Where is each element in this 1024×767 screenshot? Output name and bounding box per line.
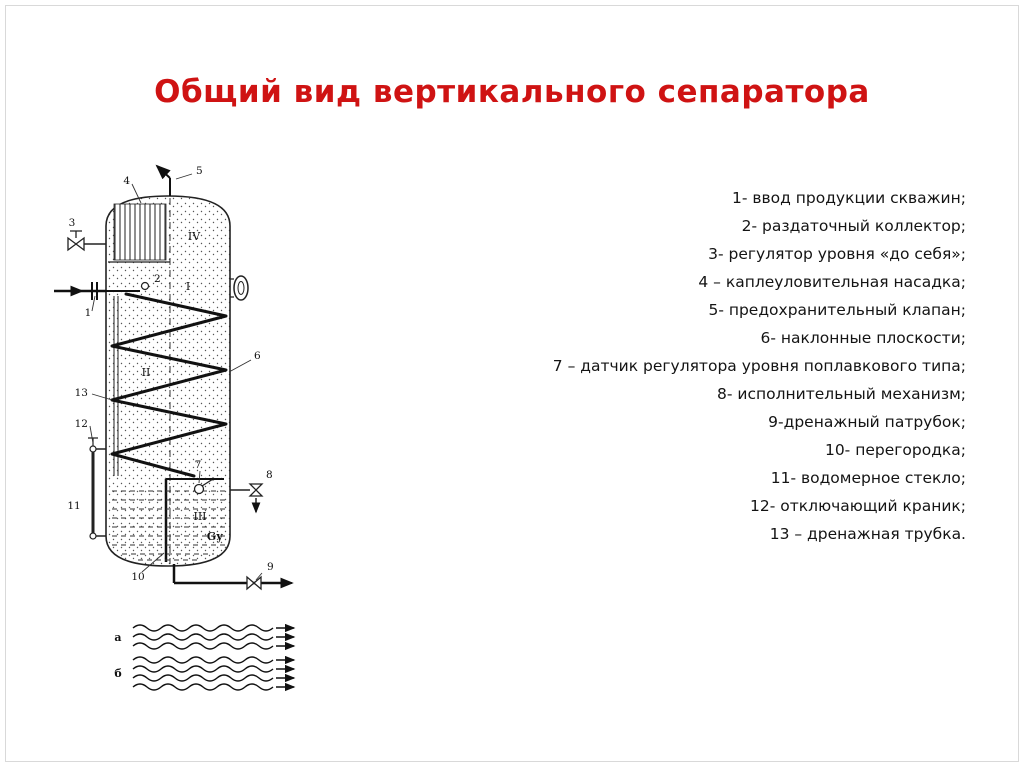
- callout-6: 6: [254, 350, 261, 362]
- zone-Gy: Gу: [207, 530, 223, 543]
- separator-diagram: 4 5 3 2 1 13 12 11 6 7 8 10 9 IV I II II…: [48, 146, 388, 706]
- callout-12: 12: [75, 418, 88, 430]
- inclined-planes: [110, 292, 228, 478]
- legend-item-13: 13 – дренажная трубка.: [769, 525, 966, 543]
- legend-item-8: 8- исполнительный механизм;: [717, 385, 966, 403]
- vessel-shell: [105, 195, 231, 567]
- drain-tube: [113, 296, 119, 476]
- legend-item-7: 7 – датчик регулятора уровня поплавковог…: [552, 357, 966, 375]
- legend-item-4: 4 – каплеуловительная насадка;: [698, 273, 966, 291]
- callout-5: 5: [196, 165, 203, 177]
- callout-7: 7: [195, 459, 202, 471]
- page-title: Общий вид вертикального сепаратора: [154, 74, 870, 110]
- actuator: [230, 483, 264, 514]
- legend-item-2: 2- раздаточный коллектор;: [741, 217, 966, 235]
- wave-arrows: [276, 623, 296, 692]
- legend: 1- ввод продукции скважин; 2- раздаточны…: [553, 184, 966, 548]
- zone-III: III: [193, 510, 206, 523]
- legend-item-9: 9-дренажный патрубок;: [768, 413, 966, 431]
- drain-nozzle: [172, 564, 294, 591]
- callout-8: 8: [266, 469, 273, 481]
- legend-item-3: 3- регулятор уровня «до себя»;: [708, 245, 966, 263]
- legend-item-11: 11- водомерное стекло;: [770, 469, 966, 487]
- callout-3: 3: [69, 217, 76, 229]
- callout-2: 2: [154, 273, 161, 285]
- callout-10: 10: [131, 571, 144, 583]
- callout-11: 11: [67, 500, 80, 512]
- relief-valve: [155, 164, 171, 196]
- wave-lines-b: [132, 656, 274, 691]
- wave-label-a: а: [114, 631, 121, 644]
- liquid-zone: [112, 490, 226, 561]
- zone-IV: IV: [188, 230, 201, 243]
- mist-extractor: [108, 203, 170, 263]
- legend-item-6: 6- наклонные плоскости;: [760, 329, 966, 347]
- inlet-pipe: [54, 281, 150, 300]
- zone-I: I: [186, 280, 190, 293]
- water-gauge: [88, 437, 106, 540]
- legend-item-1: 1- ввод продукции скважин;: [731, 189, 966, 207]
- zone-II: II: [142, 366, 151, 379]
- wave-detail: а б: [114, 623, 296, 692]
- callout-9: 9: [267, 561, 274, 573]
- level-regulator-valve: [67, 230, 106, 252]
- float-sensor: [193, 477, 215, 495]
- manhole: [230, 275, 249, 301]
- separator-schematic: 4 5 3 2 1 13 12 11 6 7 8 10 9 IV I II II…: [54, 164, 296, 692]
- callout-4: 4: [123, 175, 130, 187]
- wave-label-b: б: [114, 667, 121, 680]
- callout-13: 13: [75, 387, 88, 399]
- wave-lines-a: [132, 624, 274, 650]
- callout-1: 1: [85, 307, 92, 319]
- legend-item-10: 10- перегородка;: [824, 441, 966, 459]
- legend-item-12: 12- отключающий краник;: [750, 497, 966, 515]
- legend-item-5: 5- предохранительный клапан;: [708, 301, 966, 319]
- leader-lines: [89, 173, 263, 581]
